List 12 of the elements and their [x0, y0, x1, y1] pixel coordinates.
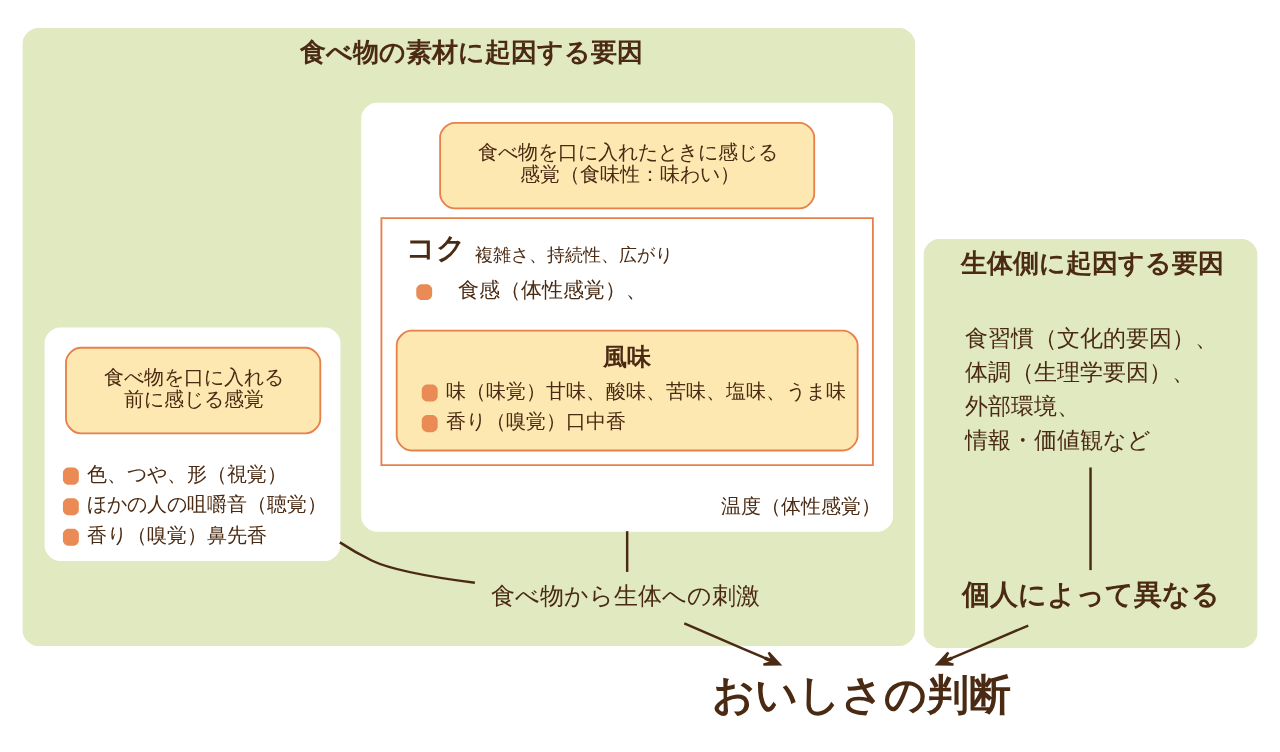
arrow [683, 621, 781, 666]
arrow [936, 623, 1029, 666]
node-text: おいしさの判断 [711, 669, 1011, 719]
connector [339, 540, 475, 584]
node-text: 食習慣（文化的要因）、 体調（生理学要因）、 外部環境、 情報・価値観など [964, 323, 1218, 453]
node-box: 風味 味（味覚）甘味、酸味、苦味、塩味、うま味 香り（嗅覚）口中香 [395, 329, 859, 451]
node-text: 食べ物から生体への刺激 [491, 580, 761, 610]
node-box: 食べ物を口に入れる前に感じる感覚 [65, 346, 322, 434]
node-text: 個人によって異なる [962, 577, 1221, 611]
connector [625, 530, 629, 572]
node-box: 食べ物を口に入れたときに感じる感覚（食味性：味わい） [439, 121, 816, 209]
connector [1089, 466, 1092, 570]
